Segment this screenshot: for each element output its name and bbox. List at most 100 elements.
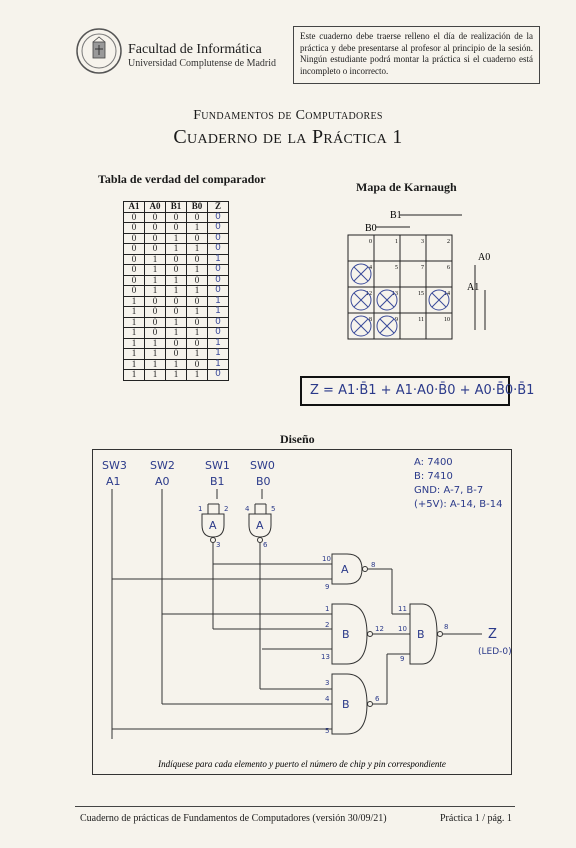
table-cell: 1 (207, 295, 229, 307)
table-cell: 1 (144, 348, 166, 360)
table-cell: 1 (123, 348, 145, 360)
table-cell: 1 (144, 369, 166, 381)
table-cell: 1 (165, 327, 187, 339)
table-cell: 0 (144, 232, 166, 244)
pin-label: 1 (325, 605, 329, 613)
table-cell: 1 (165, 358, 187, 370)
pin-label: 9 (400, 655, 404, 663)
table-cell: 1 (207, 253, 229, 265)
table-cell: 0 (186, 337, 208, 349)
circuit-diagram: SW3 SW2 SW1 SW0 A1 A0 B1 B0 A: 7400 B: 7… (102, 457, 512, 769)
pin-label: 2 (224, 505, 228, 513)
table-cell: 0 (144, 243, 166, 255)
karnaugh-mark-circle (350, 289, 372, 311)
table-cell: 0 (165, 264, 187, 276)
table-cell: 0 (123, 264, 145, 276)
table-cell: 1 (186, 222, 208, 234)
karnaugh-label-b0: B0 (365, 223, 377, 234)
switch-label-sw0: SW0 (250, 459, 275, 472)
table-cell: 0 (144, 327, 166, 339)
table-cell: 0 (207, 274, 229, 286)
karnaugh-mark-cross (431, 292, 447, 308)
karnaugh-cell-index: 10 (444, 317, 450, 323)
karnaugh-cell-index: 2 (447, 239, 450, 245)
table-cell: 1 (186, 369, 208, 381)
table-cell: 0 (144, 211, 166, 223)
karnaugh-cell-index: 3 (421, 239, 424, 245)
gate-label-a3: A (341, 563, 349, 576)
pin-label: 4 (245, 505, 250, 513)
table-cell: 1 (207, 306, 229, 318)
table-cell: 0 (123, 285, 145, 297)
karnaugh-title: Mapa de Karnaugh (356, 180, 457, 194)
pin-label: 1 (198, 505, 202, 513)
pin-label: 13 (321, 653, 330, 661)
truth-table-header: A1 (123, 201, 145, 213)
table-cell: 1 (186, 243, 208, 255)
pin-label: 8 (444, 623, 448, 631)
footer-text: Cuaderno de prácticas de Fundamentos de … (80, 813, 387, 824)
faculty-name: Facultad de Informática (128, 42, 262, 57)
karnaugh-mark-circle (376, 315, 398, 337)
chip-note-1: A: 7400 (414, 457, 453, 468)
pin-label: 3 (325, 679, 329, 687)
design-box (92, 449, 512, 775)
table-cell: 0 (144, 306, 166, 318)
table-cell: 1 (207, 337, 229, 349)
karnaugh-cell (425, 312, 453, 340)
table-cell: 0 (207, 327, 229, 339)
table-cell: 1 (165, 369, 187, 381)
karnaugh-mark-cross (379, 292, 395, 308)
output-z: Z (488, 627, 497, 642)
karnaugh-cell-index: 0 (369, 239, 372, 245)
table-cell: 0 (207, 285, 229, 297)
pin-label: 3 (216, 541, 220, 549)
karnaugh-cell-index: 7 (421, 265, 424, 271)
table-cell: 1 (186, 348, 208, 360)
table-cell: 0 (207, 316, 229, 328)
karnaugh-label-b1: B1 (390, 210, 402, 221)
table-cell: 0 (207, 222, 229, 234)
pin-label: 9 (325, 583, 329, 591)
karnaugh-cell-index: 8 (369, 317, 372, 323)
switch-label-sw3: SW3 (102, 459, 127, 472)
chip-note-3: GND: A-7, B-7 (414, 485, 483, 496)
pin-label: 2 (325, 621, 329, 629)
truth-table-header: B0 (186, 201, 208, 213)
karnaugh-mark-circle (350, 263, 372, 285)
pin-label: 10 (398, 625, 407, 633)
table-cell: 0 (165, 306, 187, 318)
var-b0: B0 (256, 475, 271, 488)
karnaugh-cell-index: 11 (418, 317, 424, 323)
gate-label-b2: B (342, 698, 350, 711)
table-cell: 0 (207, 243, 229, 255)
table-cell: 1 (165, 232, 187, 244)
karnaugh-cell-index: 5 (395, 265, 398, 271)
notice-box: Este cuaderno debe traerse relleno el dí… (293, 26, 540, 84)
karnaugh-label-a1: A1 (467, 282, 479, 293)
table-cell: 1 (186, 306, 208, 318)
table-cell: 1 (165, 285, 187, 297)
university-seal-logo (76, 28, 122, 74)
table-cell: 1 (144, 337, 166, 349)
table-cell: 1 (123, 358, 145, 370)
karnaugh-cell-index: 4 (369, 265, 372, 271)
pin-label: 5 (271, 505, 275, 513)
pin-label: 11 (398, 605, 407, 613)
karnaugh-mark-cross (379, 318, 395, 334)
page-title: Cuaderno de la Práctica 1 (173, 126, 403, 148)
table-cell: 0 (123, 243, 145, 255)
table-cell: 1 (144, 285, 166, 297)
gate-label-b3: B (417, 628, 425, 641)
table-cell: 0 (186, 253, 208, 265)
